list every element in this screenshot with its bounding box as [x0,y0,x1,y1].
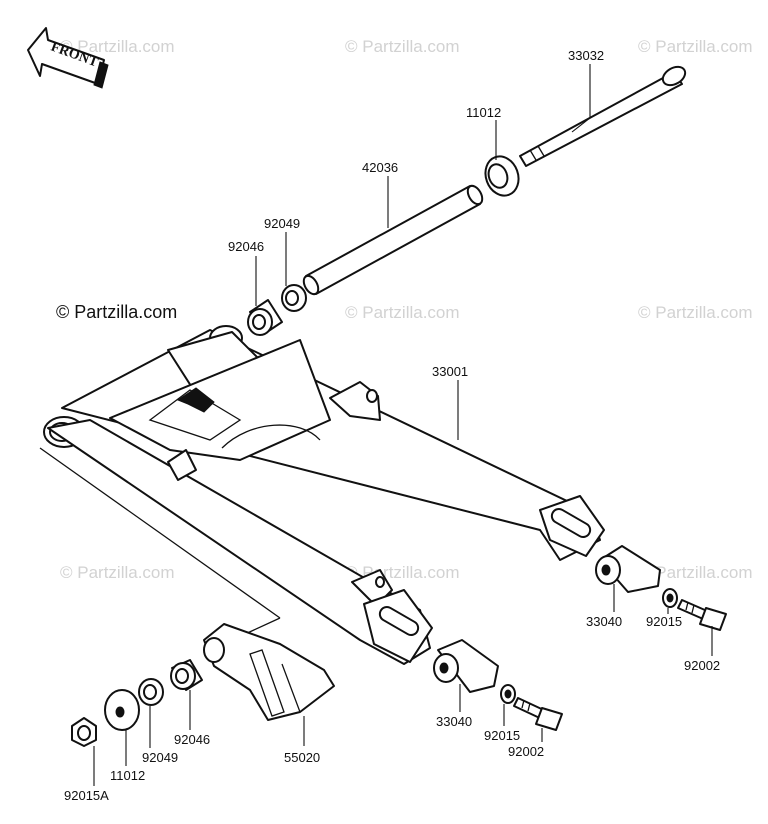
part-label-92015A: 92015A [64,788,109,803]
watermark: © Partzilla.com [345,37,460,56]
part-label-92046-top: 92046 [228,239,264,254]
adjuster-bolt-right [677,599,727,631]
copyright-notice: © Partzilla.com [56,302,177,322]
watermark: © Partzilla.com [638,37,753,56]
watermark: © Partzilla.com [638,563,753,582]
pivot-shaft [519,65,687,167]
part-label-92015-right: 92015 [646,614,682,629]
oil-seal-top [484,155,520,197]
part-label-33032: 33032 [568,48,604,63]
washer-bottom [500,684,516,704]
part-label-55020: 55020 [284,750,320,765]
part-label-11012-top: 11012 [466,105,501,120]
part-label-33040-right: 33040 [586,614,622,629]
part-label-92015-bottom: 92015 [484,728,520,743]
pivot-collar [302,184,484,296]
part-label-11012-bottom: 11012 [110,768,145,783]
part-label-33001: 33001 [432,364,468,379]
watermark: © Partzilla.com [345,303,460,322]
pivot-nut [71,717,97,747]
adjuster-bolt-bottom [513,697,563,731]
oil-seal-bottom [104,689,140,731]
chain-adjuster-bottom [433,639,499,693]
spacer-bottom [138,678,164,706]
watermark: © Partzilla.com [60,37,175,56]
torque-link [203,623,335,721]
washer-right [662,588,678,608]
watermark: © Partzilla.com [60,563,175,582]
part-label-92049-top: 92049 [264,216,300,231]
needle-bearing-top [247,299,283,336]
spacer-top [281,284,307,312]
part-labels: 33032 11012 42036 92049 92046 33001 3304… [64,48,720,803]
part-label-92002-right: 92002 [684,658,720,673]
needle-bearing-bottom [170,659,203,691]
part-label-42036: 42036 [362,160,398,175]
part-label-33040-bottom: 33040 [436,714,472,729]
part-label-92049-bottom: 92049 [142,750,178,765]
watermark: © Partzilla.com [638,303,753,322]
swingarm [39,325,605,665]
chain-adjuster-right [595,545,661,593]
part-label-92046-bottom: 92046 [174,732,210,747]
part-label-92002-bottom: 92002 [508,744,544,759]
leader-lines [93,64,713,786]
